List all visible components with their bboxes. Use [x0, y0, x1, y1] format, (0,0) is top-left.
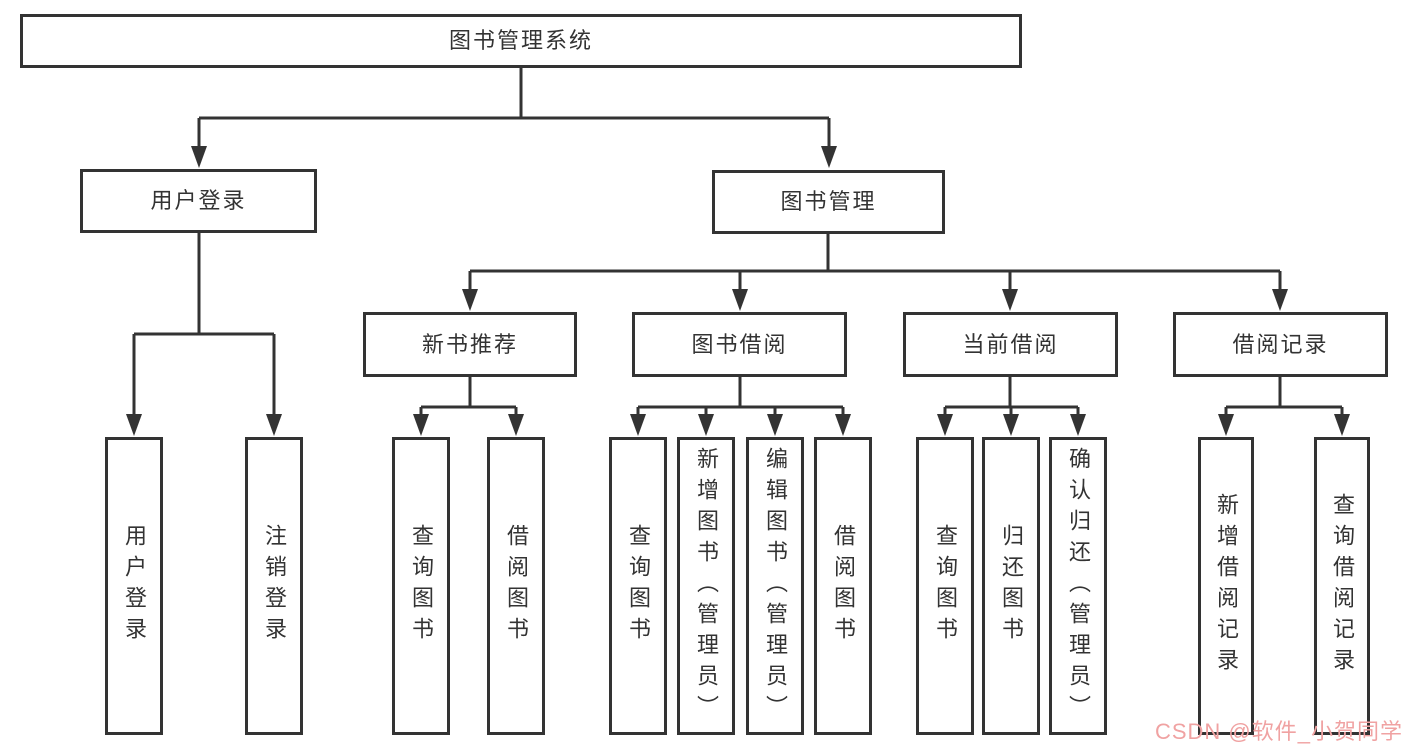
leaf-add-borrow-record-label: 新增借阅记录 [1214, 493, 1239, 679]
leaf-edit-books-admin: 编辑图书（管理员） [746, 437, 804, 735]
leaf-query-books-recommend: 查询图书 [392, 437, 450, 735]
leaf-logout: 注销登录 [245, 437, 303, 735]
node-book-management: 图书管理 [712, 170, 945, 234]
leaf-query-books-borrowing: 查询图书 [609, 437, 667, 735]
node-book-borrowing: 图书借阅 [632, 312, 847, 377]
leaf-add-books-admin-label: 新增图书（管理员） [694, 446, 719, 726]
csdn-watermark: CSDN @软件_小贺同学 [1154, 719, 1403, 744]
leaf-borrow-books-recommend: 借阅图书 [487, 437, 545, 735]
node-library-system-root: 图书管理系统 [20, 14, 1022, 68]
leaf-query-books-recommend-label: 查询图书 [409, 524, 434, 648]
leaf-query-books-current: 查询图书 [916, 437, 974, 735]
leaf-confirm-return-admin: 确认归还（管理员） [1049, 437, 1107, 735]
leaf-borrow-books-borrowing: 借阅图书 [814, 437, 872, 735]
node-borrowing-records: 借阅记录 [1173, 312, 1388, 377]
connector-paths [132, 68, 1344, 418]
leaf-return-books: 归还图书 [982, 437, 1040, 735]
leaf-user-login: 用户登录 [105, 437, 163, 735]
leaf-confirm-return-admin-label: 确认归还（管理员） [1066, 446, 1091, 726]
node-new-book-recommendation: 新书推荐 [363, 312, 577, 377]
leaf-query-borrow-record: 查询借阅记录 [1314, 437, 1370, 735]
connector-arrowheads [126, 146, 1350, 436]
node-user-login: 用户登录 [80, 169, 317, 233]
leaf-add-books-admin: 新增图书（管理员） [677, 437, 735, 735]
leaf-add-borrow-record: 新增借阅记录 [1198, 437, 1254, 735]
leaf-edit-books-admin-label: 编辑图书（管理员） [763, 446, 788, 726]
leaf-query-books-current-label: 查询图书 [933, 524, 958, 648]
leaf-borrow-books-borrowing-label: 借阅图书 [831, 524, 856, 648]
leaf-borrow-books-recommend-label: 借阅图书 [504, 524, 529, 648]
leaf-query-borrow-record-label: 查询借阅记录 [1330, 493, 1355, 679]
leaf-logout-label: 注销登录 [262, 524, 287, 648]
node-current-borrowing: 当前借阅 [903, 312, 1118, 377]
leaf-return-books-label: 归还图书 [999, 524, 1024, 648]
leaf-query-books-borrowing-label: 查询图书 [626, 524, 651, 648]
leaf-user-login-label: 用户登录 [122, 524, 147, 648]
